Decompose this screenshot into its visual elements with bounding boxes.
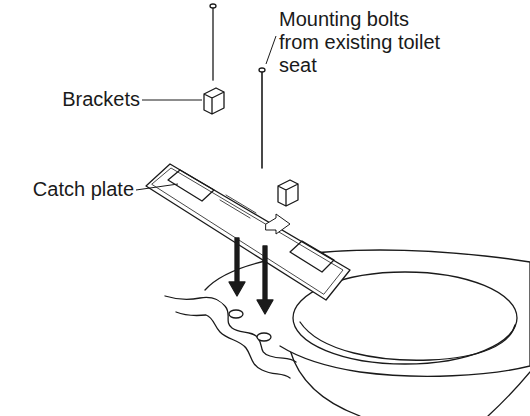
bowl-inner-edge <box>300 322 515 360</box>
bracket <box>278 180 298 206</box>
mounting-bolt <box>213 8 214 80</box>
bracket <box>204 88 224 114</box>
bolt-head <box>210 4 216 8</box>
part-label: Brackets <box>56 88 140 111</box>
catch-plate-rim <box>152 168 343 294</box>
label-slot: Brackets <box>56 88 140 111</box>
placement-arrow <box>229 238 245 296</box>
catch-plate-slot <box>168 170 214 201</box>
bolt-hole <box>229 310 243 318</box>
label-slot: Mounting bolts from existing toilet seat <box>279 8 449 77</box>
mounting-bolt <box>261 72 263 168</box>
leader-line <box>136 184 178 190</box>
toilet-rim <box>205 250 530 376</box>
leader-line <box>266 36 276 64</box>
leader-line <box>142 100 202 101</box>
bolt-head <box>259 68 265 72</box>
part-label: Catch plate <box>22 178 134 201</box>
mounting-bolt <box>212 8 214 80</box>
part-label: Mounting bolts from existing toilet seat <box>279 8 449 77</box>
placement-arrow <box>257 246 273 314</box>
label-slot: Catch plate <box>22 178 134 201</box>
direction-arrow-symbol <box>266 214 290 234</box>
catch-plate-ridge <box>220 195 256 218</box>
catch-plate-slot <box>290 241 334 272</box>
bolt-hole <box>257 333 271 341</box>
